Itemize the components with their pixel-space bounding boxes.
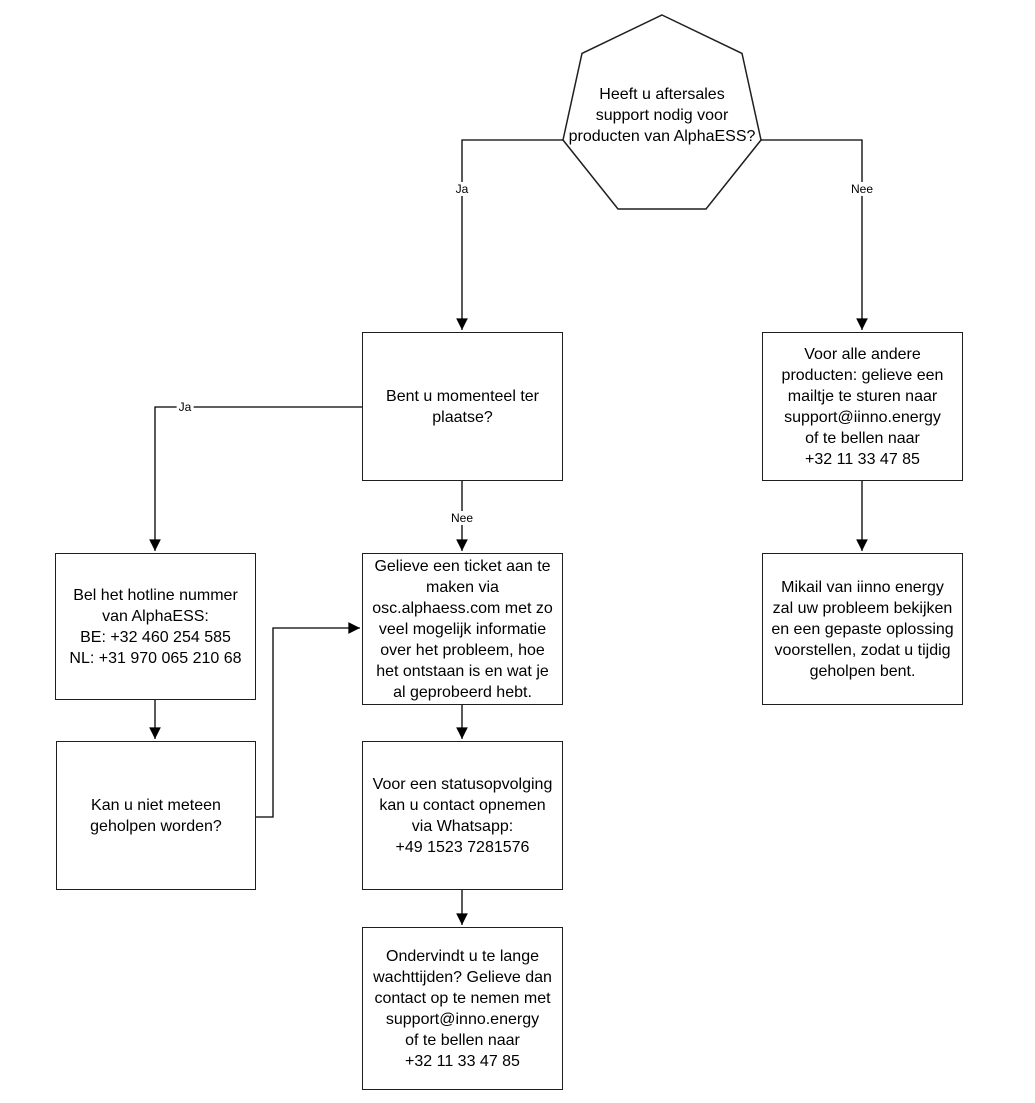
edge-nee-top — [761, 139, 868, 330]
flow-box-bel-hotline-text: Bel het hotline nummer van AlphaESS: BE:… — [69, 586, 242, 667]
flow-box-ticket-aanmaken: Gelieve een ticket aan te maken via osc.… — [362, 553, 563, 705]
decision-heptagon-shape — [562, 14, 762, 210]
flow-box-whatsapp-status-text: Voor een statusopvolging kan u contact o… — [372, 775, 553, 856]
decision-heptagon-label: Heeft u aftersales support nodig voor pr… — [568, 86, 756, 145]
edge-ja-top — [456, 139, 563, 330]
flow-box-bent-u-momenteel-text: Bent u momenteel ter plaatse? — [386, 387, 539, 426]
flow-box-lange-wachttijden-text: Ondervindt u te lange wachttijden? Gelie… — [373, 947, 552, 1070]
edge-ja-left — [149, 406, 362, 551]
flow-box-kan-u-niet-meteen-text: Kan u niet meteen geholpen worden? — [90, 796, 222, 835]
flow-box-voor-alle-andere-text: Voor alle andere producten: gelieve een … — [781, 345, 944, 468]
flow-box-bel-hotline: Bel het hotline nummer van AlphaESS: BE:… — [55, 553, 256, 700]
flow-box-lange-wachttijden: Ondervindt u te lange wachttijden? Gelie… — [362, 927, 563, 1090]
edge-label-ja-left: Ja — [176, 400, 194, 414]
flow-box-ticket-aanmaken-text: Gelieve een ticket aan te maken via osc.… — [372, 557, 553, 701]
flow-box-mikail-iinno: Mikail van iinno energy zal uw probleem … — [762, 553, 963, 705]
flow-box-voor-alle-andere: Voor alle andere producten: gelieve een … — [762, 332, 963, 481]
edge-kan-u-to-ticket — [256, 622, 360, 818]
edge-label-nee-mid: Nee — [448, 511, 476, 525]
flow-box-mikail-iinno-text: Mikail van iinno energy zal uw probleem … — [771, 578, 954, 680]
edge-label-ja-top: Ja — [453, 182, 471, 196]
flow-box-kan-u-niet-meteen: Kan u niet meteen geholpen worden? — [56, 741, 256, 890]
flow-box-whatsapp-status: Voor een statusopvolging kan u contact o… — [362, 741, 563, 890]
flow-box-bent-u-momenteel: Bent u momenteel ter plaatse? — [362, 332, 563, 481]
edge-label-nee-top: Nee — [848, 182, 876, 196]
